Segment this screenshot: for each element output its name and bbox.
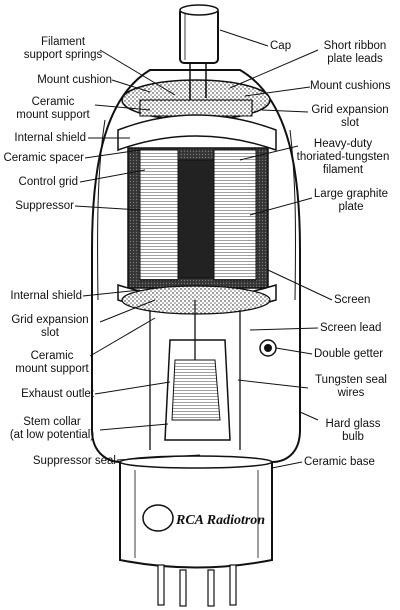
label-suppressor-seal: Suppressor seal <box>32 455 116 467</box>
control-grid-shape <box>139 149 179 281</box>
label-exhaust-outlet: Exhaust outlet <box>21 388 94 400</box>
label-cap: Cap <box>270 40 292 52</box>
label-internal-shield-bottom: Internal shield <box>10 290 82 302</box>
leader-lines <box>74 29 333 469</box>
label-mount-cushion: Mount cushion <box>37 74 112 86</box>
label-stem-collar: Stem collar(at low potential) <box>9 416 95 441</box>
ceramic-base-shape <box>119 461 273 569</box>
label-screen-lead: Screen lead <box>320 322 382 334</box>
label-suppressor: Suppressor <box>15 200 74 212</box>
label-ceramic-spacer: Ceramic spacer <box>3 152 84 164</box>
label-mount-cushions: Mount cushions <box>310 80 391 92</box>
label-ceramic-base: Ceramic base <box>304 456 375 468</box>
cap-shape <box>179 7 219 64</box>
base-logo: RCA Radiotron <box>175 513 265 528</box>
label-control-grid: Control grid <box>18 176 78 188</box>
label-internal-shield-top: Internal shield <box>14 132 86 144</box>
label-screen: Screen <box>334 294 371 306</box>
label-double-getter: Double getter <box>314 348 384 360</box>
